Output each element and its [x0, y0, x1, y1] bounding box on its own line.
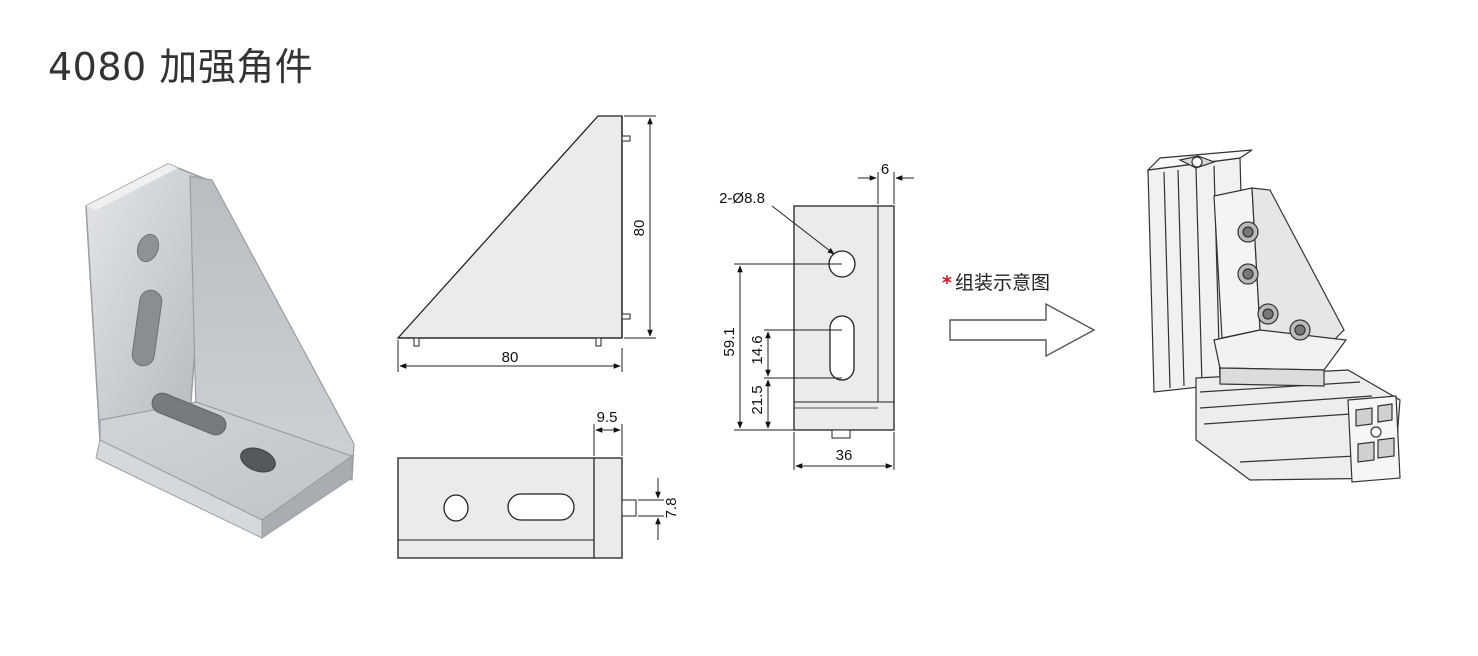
- arrow-right-icon: [949, 302, 1096, 358]
- side-view-drawing: [734, 172, 914, 470]
- dim-side-depth: 36: [836, 447, 853, 464]
- dim-top-pin: 7.8: [663, 498, 680, 519]
- front-view-drawing: [396, 115, 656, 372]
- dim-side-base: 21.5: [749, 385, 766, 414]
- dim-side-height: 59.1: [721, 327, 738, 356]
- dim-front-width: 80: [502, 349, 519, 366]
- dim-front-height: 80: [631, 220, 648, 237]
- page-title: 4080 加强角件: [48, 45, 314, 89]
- assembly-note: *组装示意图: [942, 268, 1050, 295]
- assembly-label: 组装示意图: [954, 272, 1050, 294]
- dim-side-hole: 2-Ø8.8: [719, 190, 765, 207]
- dim-top-thickness: 9.5: [597, 409, 618, 426]
- assembly-illustration: [1146, 149, 1401, 483]
- top-view-drawing: [397, 424, 664, 559]
- asterisk-icon: *: [942, 272, 952, 294]
- bracket-photo: [85, 163, 355, 539]
- dim-side-slot: 14.6: [749, 335, 766, 364]
- dim-side-flange: 6: [881, 161, 889, 178]
